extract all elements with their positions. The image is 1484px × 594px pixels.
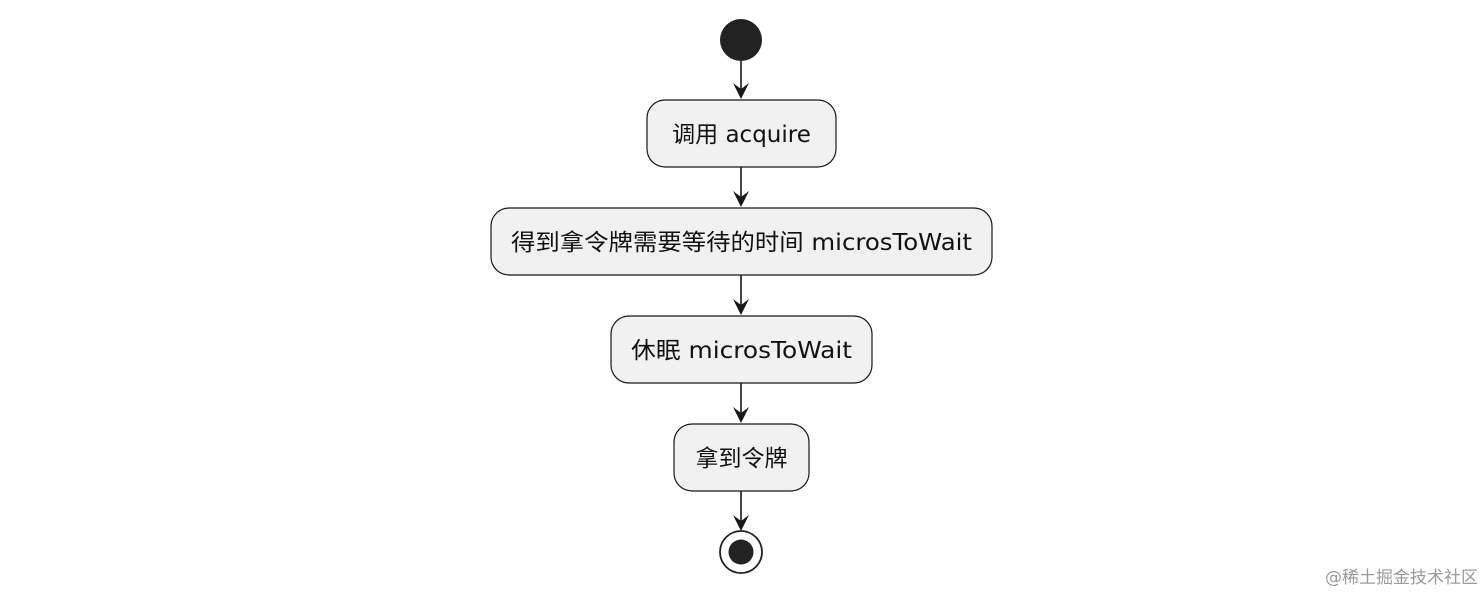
start-node bbox=[720, 19, 762, 61]
watermark-text: @稀土掘金技术社区 bbox=[1325, 568, 1478, 588]
arrow-head-icon bbox=[733, 407, 749, 423]
arrow-head-icon bbox=[733, 515, 749, 531]
arrow-head-icon bbox=[733, 299, 749, 315]
flow-edge-5 bbox=[733, 491, 749, 531]
activity-label: 休眠 microsToWait bbox=[631, 338, 852, 364]
flow-edge-4 bbox=[733, 383, 749, 423]
activity-node-got-token: 拿到令牌 bbox=[673, 423, 810, 492]
flow-edge-1 bbox=[733, 61, 749, 99]
activity-node-call-acquire: 调用 acquire bbox=[646, 99, 837, 168]
activity-node-sleep: 休眠 microsToWait bbox=[610, 315, 873, 384]
activity-label: 得到拿令牌需要等待的时间 microsToWait bbox=[511, 229, 972, 256]
flow-edge-3 bbox=[733, 275, 749, 315]
activity-node-get-wait-time: 得到拿令牌需要等待的时间 microsToWait bbox=[490, 207, 993, 276]
activity-label: 调用 acquire bbox=[672, 122, 811, 148]
flow-edge-2 bbox=[733, 167, 749, 207]
end-node bbox=[719, 530, 763, 574]
arrow-head-icon bbox=[733, 191, 749, 207]
arrow-head-icon bbox=[733, 83, 749, 99]
activity-label: 拿到令牌 bbox=[696, 445, 788, 472]
